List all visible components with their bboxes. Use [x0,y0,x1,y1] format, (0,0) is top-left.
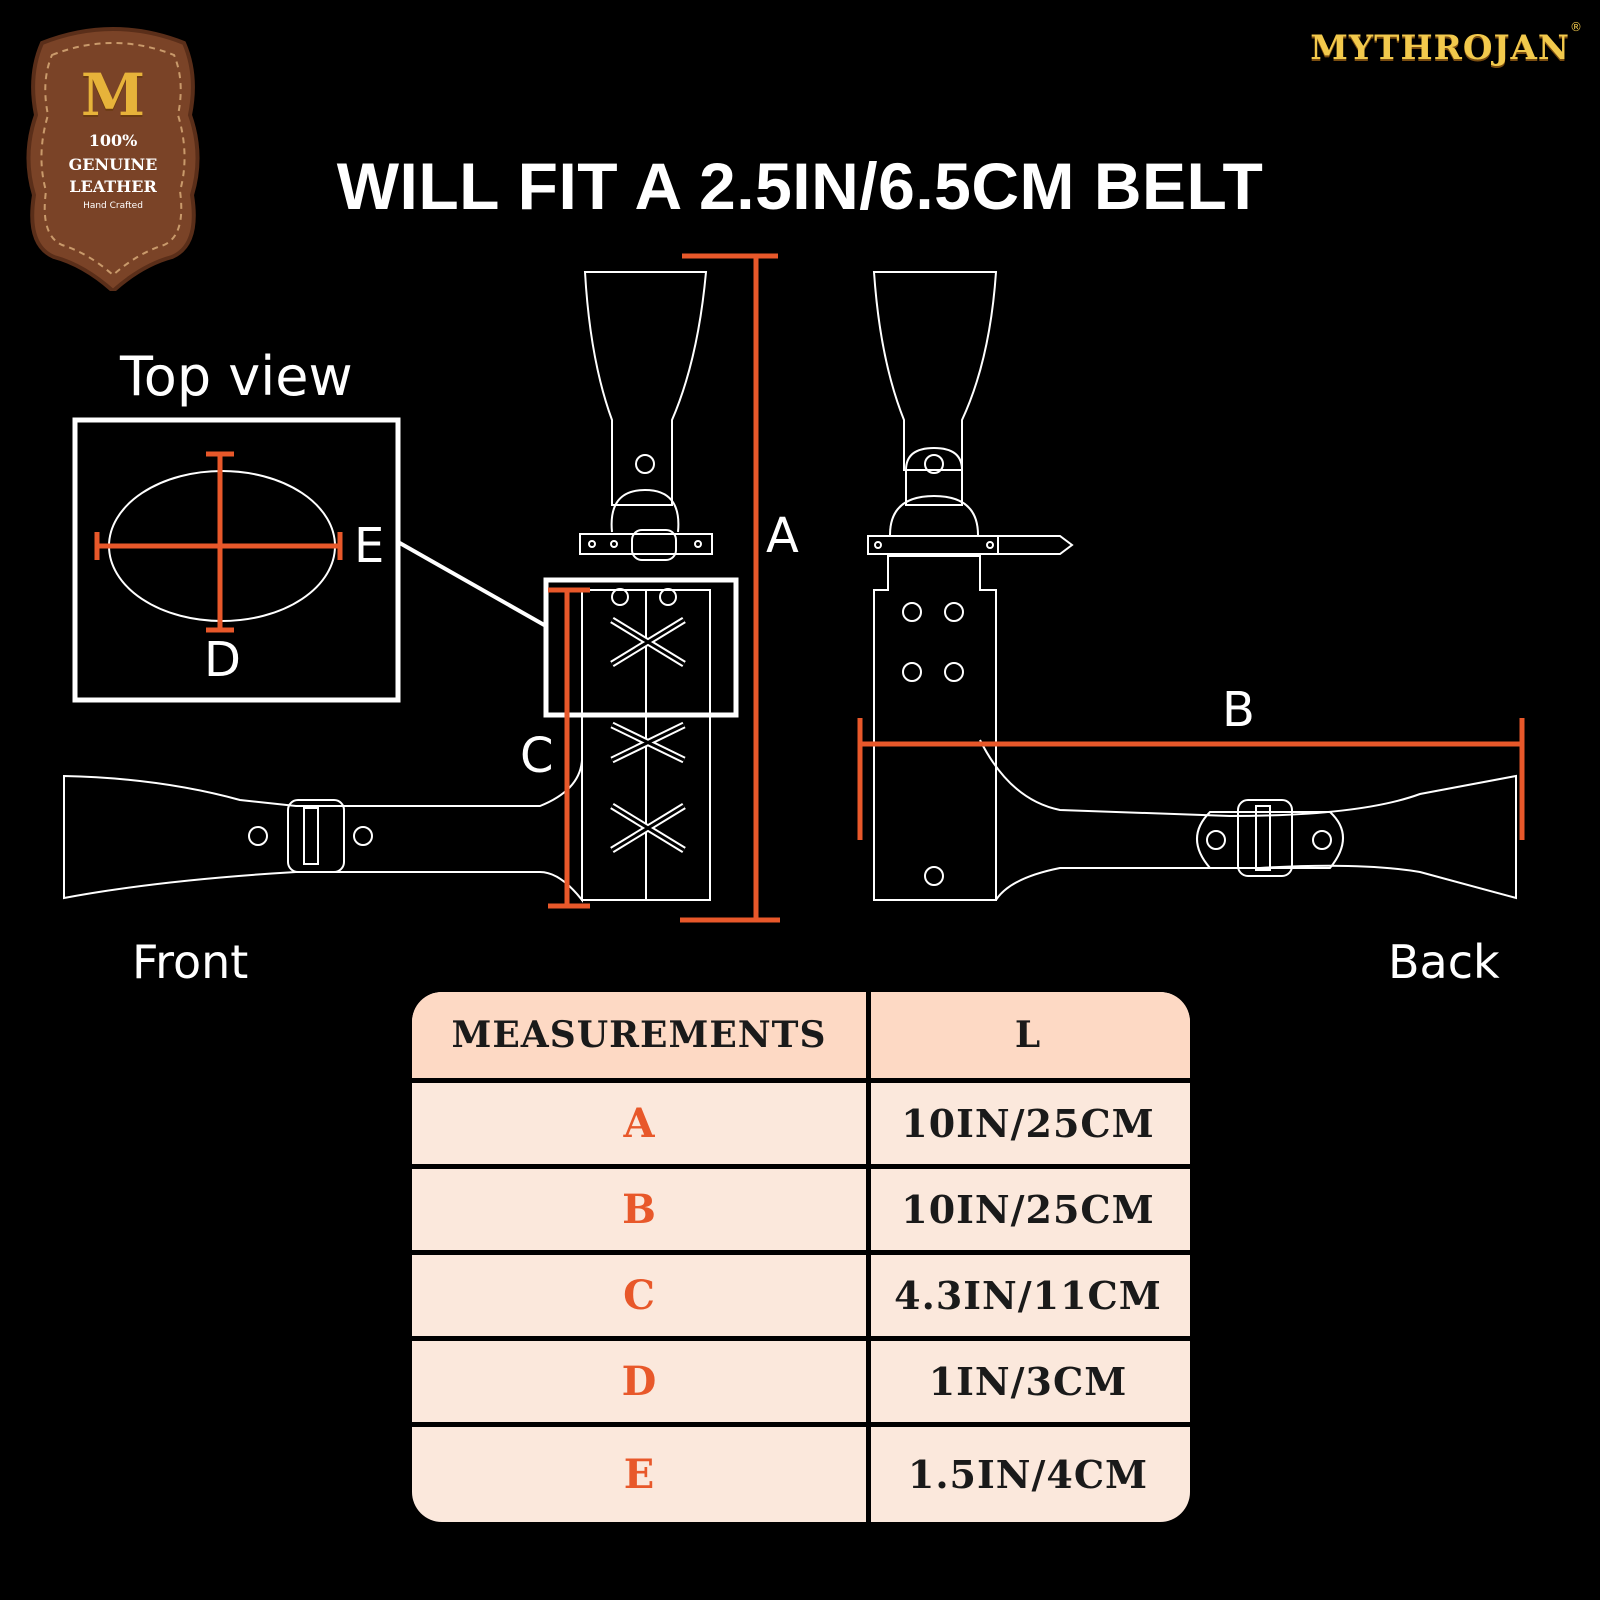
dimension-label-e: E [354,518,385,574]
table-header-row: MEASUREMENTS L [412,992,1190,1078]
table-row-key: C [623,1272,655,1319]
back-buckle-strap [867,535,999,555]
front-highlight-box [543,577,739,718]
back-label: Back [1388,935,1500,989]
table-header-size: L [1014,1014,1042,1056]
table-row-value: 10IN/25CM [901,1187,1155,1232]
front-top-strap-hole [635,454,655,474]
front-strap-buckle [287,799,345,873]
dimension-label-b: B [1222,682,1255,738]
table-row-value: 1.5IN/4CM [907,1452,1149,1497]
brand-name: MYTHROJAN [1310,28,1570,68]
dimension-b [857,718,1525,840]
table-row-key: A [623,1100,655,1147]
back-loop-tab [905,446,963,506]
table-divider [412,1078,1190,1083]
table-row-key: D [621,1358,657,1405]
dimension-label-d: D [204,632,241,688]
back-strap-buckle [1237,799,1293,877]
dimension-label-a: A [766,508,799,564]
brand-logo: MYTHROJAN ® [1270,14,1582,84]
back-sheath-body [873,555,997,901]
back-d-ring [889,494,979,536]
table-divider [412,1250,1190,1255]
badge-shield-icon [26,27,200,294]
front-side-strap [63,759,583,903]
page-title: WILL FIT A 2.5IN/6.5CM BELT [336,149,1264,223]
table-row: A 10IN/25CM [412,1083,1190,1164]
badge-monogram: M [80,61,146,129]
badge-line1: GENUINE [68,155,158,174]
table-row-value: 4.3IN/11CM [894,1273,1162,1318]
table-row: C 4.3IN/11CM [412,1255,1190,1336]
table-row-value: 10IN/25CM [901,1101,1155,1146]
badge-percent: 100% [88,131,138,150]
front-buckle [631,529,677,561]
table-row-key: B [622,1186,656,1233]
table-column-divider [866,992,871,1522]
front-top-strap [583,271,708,506]
table-divider [412,1422,1190,1427]
back-side-strap [979,739,1517,901]
dimension-c [548,587,590,909]
measurements-table: MEASUREMENTS L A 10IN/25CM B 10IN/25CM C… [412,992,1190,1522]
top-view-box [72,417,401,703]
front-label: Front [132,935,249,989]
back-top-strap [872,271,998,471]
dimension-d [206,451,234,633]
table-row-value: 1IN/3CM [928,1359,1128,1404]
dimension-label-c: C [520,728,554,784]
badge-subtext: Hand Crafted [83,201,143,211]
top-view-label: Top view [120,345,353,408]
table-row: D 1IN/3CM [412,1341,1190,1422]
table-row: B 10IN/25CM [412,1169,1190,1250]
table-divider [412,1164,1190,1169]
genuine-leather-badge: M 100% GENUINE LEATHER Hand Crafted [22,15,204,294]
table-row: E 1.5IN/4CM [412,1427,1190,1522]
table-header-measurements: MEASUREMENTS [451,1014,827,1056]
front-buckle-strap [579,533,713,555]
table-divider [412,1336,1190,1341]
badge-line2: LEATHER [69,177,157,196]
dimension-a [680,253,780,923]
dimension-e [94,532,343,560]
callout-line [397,540,547,628]
brand-registered: ® [1570,20,1582,34]
front-d-ring [610,488,680,533]
front-laces [610,617,686,853]
table-row-key: E [623,1451,655,1498]
back-strap-keeper [1196,811,1344,869]
